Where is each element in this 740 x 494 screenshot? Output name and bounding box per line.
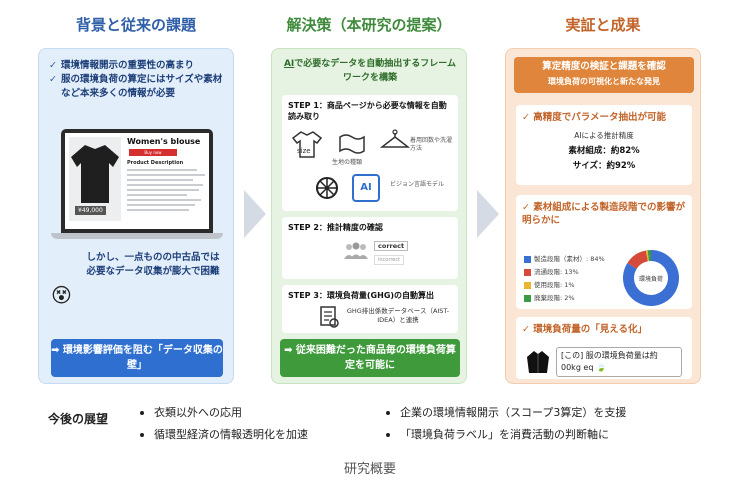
bullet-dot: [386, 411, 390, 415]
results-panel: 算定精度の検証と課題を確認 環境負荷の可視化と新たな発見 ✓ 高精度でパラメータ…: [505, 48, 701, 384]
accuracy-subtitle: AIによる推計精度: [574, 131, 634, 140]
solution-panel: AIで必要なデータを自動抽出するフレームワークを構築 STEP 1：商品ページか…: [271, 48, 467, 384]
lifecycle-card: ✓ 素材組成による製造段階での影響が明らかに 製造段階（素材）: 84%流通段階…: [516, 195, 692, 309]
buy-now-button: Buy now: [129, 149, 177, 156]
laptop-base: [51, 233, 223, 239]
fabric-icon: [339, 134, 365, 154]
background-panel: ✓環境情報開示の重要性の高まり ✓服の環境負荷の算定にはサイズや素材など本来多く…: [38, 48, 234, 384]
text-line: [127, 204, 195, 206]
ai-swirl-icon: [316, 177, 338, 199]
visualization-heading: ✓ 環境負荷量の「見える化」: [522, 324, 647, 335]
legend-swatch: [524, 268, 531, 276]
bullet-item: ✓服の環境負荷の算定にはサイズや素材など本来多くの情報が必要: [49, 74, 223, 99]
ghg-result-text: [この] 服の環境負荷量は約 00kg eq 🍃: [556, 347, 682, 377]
warning-text: しかし、一点ものの中古品では必要なデータ収集が膨大で困難: [86, 252, 220, 277]
flow-arrow-right: [477, 190, 499, 238]
results-header-sub: 環境負荷の可視化と新たな発見: [548, 77, 660, 86]
people-group-icon: [344, 242, 368, 259]
outlook-item: 「環境負荷ラベル」を消費活動の判断軸に: [386, 426, 609, 442]
check-icon: ✓: [522, 202, 534, 213]
ai-badge-icon: AI: [352, 174, 380, 202]
solution-title: 解決策（本研究の提案）: [286, 16, 452, 34]
material-accuracy: 素材組成：約82%: [568, 146, 640, 156]
results-header: 算定精度の検証と課題を確認 環境負荷の可視化と新たな発見: [514, 57, 694, 93]
size-accuracy: サイズ：約92%: [572, 161, 636, 171]
legend-swatch: [524, 294, 531, 302]
product-image: ¥49,000: [69, 137, 121, 221]
outlook-item: 衣類以外への応用: [140, 404, 242, 420]
price-tag: ¥49,000: [75, 206, 106, 215]
future-outlook-label: 今後の展望: [48, 412, 109, 426]
outlook-item: 循環型経済の情報透明化を加速: [140, 426, 308, 442]
text-line: [127, 184, 203, 186]
solution-lead: AIで必要なデータを自動抽出するフレームワークを構築: [283, 59, 457, 83]
donut-slice: [627, 250, 648, 269]
text-line: [127, 194, 187, 196]
legend-item: 廃棄段階: 2%: [524, 292, 605, 305]
check-icon: ✓: [522, 112, 534, 123]
bullet-dot: [140, 411, 144, 415]
size-label: size: [297, 147, 311, 155]
text-line: [127, 209, 189, 211]
fabric-label: 生地の種類: [332, 159, 363, 166]
lifecycle-heading: ✓ 素材組成による製造段階での影響が明らかに: [522, 202, 685, 226]
results-header-main: 算定精度の検証と課題を確認: [542, 61, 666, 72]
check-icon: ✓: [49, 60, 57, 71]
database-document-icon: [320, 306, 339, 328]
legend-item: 流通段階: 13%: [524, 266, 605, 279]
product-page-mock: ¥49,000 Women's blouse Buy now Product D…: [65, 133, 209, 229]
correct-tag: correct: [374, 241, 409, 251]
solution-outcome-banner: ➡ 従来困難だった商品毎の環境負荷算定を可能に: [280, 339, 460, 377]
donut-center-label: 環境負荷: [639, 275, 663, 283]
tshirt-icon: [292, 131, 322, 158]
donut-slice: [623, 250, 679, 306]
text-line: [127, 179, 193, 181]
step-2-title: STEP 2：推計精度の確認: [288, 223, 383, 232]
leaf-icon: 🍃: [595, 363, 606, 372]
vision-language-model-label: ビジョン言語モデル: [390, 181, 445, 188]
legend-swatch: [524, 255, 531, 263]
results-title: 実証と成果: [565, 16, 641, 34]
text-line: [127, 169, 197, 171]
check-icon: ✓: [522, 324, 534, 335]
dizzy-face-icon: 😵: [51, 283, 72, 307]
visualization-card: ✓ 環境負荷量の「見える化」 [この] 服の環境負荷量は約 00kg eq 🍃: [516, 317, 692, 379]
accuracy-card: ✓ 高精度でパラメータ抽出が可能 AIによる推計精度 素材組成：約82% サイズ…: [516, 105, 692, 185]
donut-slice: [645, 250, 649, 262]
step-1-title: STEP 1：商品ページから必要な情報を自動読み取り: [288, 101, 447, 121]
flow-arrow-right: [244, 190, 266, 238]
figure-caption: 研究概要: [343, 462, 396, 477]
text-line: [127, 174, 205, 176]
background-bullets: ✓環境情報開示の重要性の高まり ✓服の環境負荷の算定にはサイズや素材など本来多く…: [49, 59, 227, 101]
data-wall-banner: ➡ 環境影響評価を阻む「データ収集の壁」: [51, 339, 223, 377]
lifecycle-legend: 製造段階（素材）: 84%流通段階: 13%使用段階: 1%廃棄段階: 2%: [524, 253, 605, 305]
step-2-box: STEP 2：推計精度の確認 correct incorrect: [282, 217, 458, 279]
care-label: 着用回数や洗濯方法: [410, 137, 453, 152]
donut-slice: [647, 250, 651, 262]
bullet-dot: [140, 433, 144, 437]
step-1-box: STEP 1：商品ページから必要な情報を自動読み取り size 生地の種類 着用…: [282, 95, 458, 211]
text-line: [127, 189, 199, 191]
coat-icon: [527, 351, 549, 373]
sweater-icon: [71, 145, 119, 203]
bullet-dot: [386, 433, 390, 437]
background-title: 背景と従来の課題: [75, 16, 196, 34]
incorrect-tag: incorrect: [374, 255, 405, 265]
bullet-item: ✓環境情報開示の重要性の高まり: [49, 60, 195, 71]
accuracy-heading: ✓ 高精度でパラメータ抽出が可能: [522, 112, 666, 123]
laundry-hanger-icon: [380, 129, 410, 148]
outlook-item: 企業の環境情報開示（スコープ3算定）を支援: [386, 404, 626, 420]
product-description-heading: Product Description: [127, 160, 184, 166]
step-3-title: STEP 3：環境負荷量(GHG)の自動算出: [288, 291, 435, 300]
ghg-database-text: GHG排出係数データベース（AIST-IDEA）と連携: [346, 307, 450, 324]
product-title: Women's blouse: [127, 137, 201, 146]
text-line: [127, 199, 201, 201]
legend-swatch: [524, 281, 531, 289]
legend-item: 使用段階: 1%: [524, 279, 605, 292]
check-icon: ✓: [49, 74, 57, 85]
lifecycle-donut-chart: 環境負荷: [623, 250, 679, 306]
legend-item: 製造段階（素材）: 84%: [524, 253, 605, 266]
step-3-box: STEP 3：環境負荷量(GHG)の自動算出 GHG排出係数データベース（AIS…: [282, 285, 458, 333]
laptop-illustration: ¥49,000 Women's blouse Buy now Product D…: [61, 129, 213, 233]
